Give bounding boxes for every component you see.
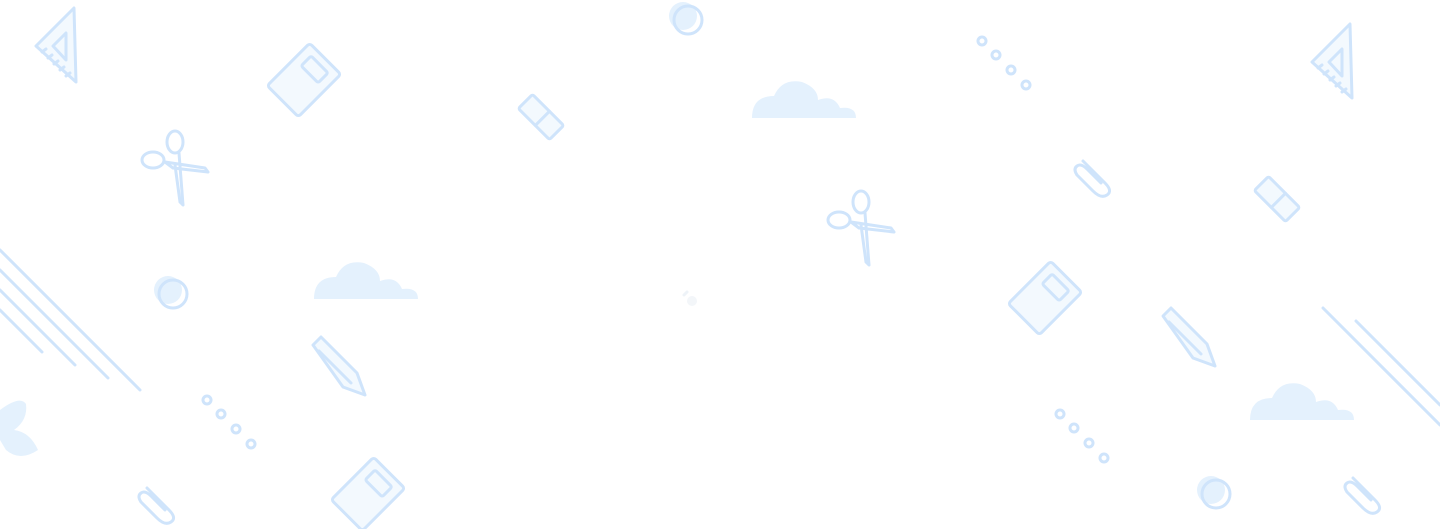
dots-icon [1054, 408, 1110, 464]
diagonal-lines-icon [1321, 306, 1440, 427]
notebook-icon [1006, 259, 1084, 337]
triangle-ruler-icon [1310, 22, 1354, 100]
bubble-icon [1195, 474, 1232, 510]
cloud-icon [752, 81, 856, 118]
eraser-icon [516, 92, 566, 142]
pencil-icon [1161, 306, 1217, 368]
paperclip-icon [137, 486, 176, 525]
triangle-ruler-icon [34, 6, 78, 84]
bubble-icon [152, 274, 189, 310]
leaf-icon [0, 400, 38, 456]
scissors-icon [140, 129, 210, 207]
spinner-icon [680, 289, 702, 311]
cloud-icon [314, 262, 418, 299]
dots-icon [201, 394, 257, 450]
paperclip-icon [1343, 476, 1382, 515]
bubble-icon [667, 0, 704, 36]
paperclip-icon [1073, 159, 1112, 198]
notebook-icon [265, 41, 343, 119]
eraser-icon [1252, 174, 1302, 224]
cloud-icon [1250, 383, 1354, 420]
diagonal-lines-icon [0, 248, 142, 392]
pencil-icon [311, 335, 367, 397]
dots-icon [976, 35, 1032, 91]
scissors-icon [826, 189, 896, 267]
notebook-icon [329, 455, 407, 529]
